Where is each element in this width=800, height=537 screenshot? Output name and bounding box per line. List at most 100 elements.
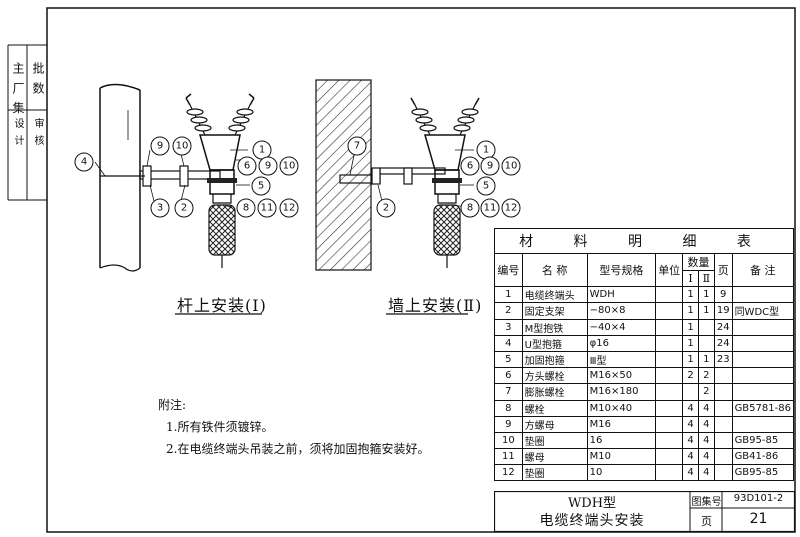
cell-no: 7 — [494, 383, 523, 401]
cell-remark: GB41-86 — [731, 448, 795, 466]
cell-name: 垫圈 — [521, 431, 588, 450]
title-block-frame — [494, 491, 795, 532]
callout-right-5: 5 — [483, 181, 489, 192]
cell-no: 6 — [494, 367, 523, 385]
pole-mount-caption: 杆上安装(Ⅰ) — [177, 296, 267, 315]
header-qty-2: Ⅱ — [697, 269, 715, 288]
cell-q2: 4 — [697, 431, 715, 450]
cell-remark: GB95-85 — [731, 431, 795, 450]
cell-spec: M16×180 — [586, 383, 657, 401]
cell-no: 5 — [494, 350, 523, 369]
cell-name: 螺栓 — [521, 399, 588, 417]
cell-no: 1 — [494, 286, 523, 304]
cell-page: 9 — [713, 286, 733, 304]
cell-name: 电缆终端头 — [521, 286, 588, 304]
cell-unit — [655, 302, 684, 320]
callout-right-10: 10 — [505, 161, 518, 172]
atlas-number: 93D101-2 — [733, 493, 784, 504]
notes-heading: 附注: — [158, 398, 187, 412]
cell-spec: M16×50 — [586, 367, 657, 385]
cell-unit — [655, 350, 684, 369]
callout-right-9: 9 — [487, 161, 493, 172]
atlas-label: 图集号 — [691, 497, 722, 508]
cell-unit — [655, 431, 684, 450]
header-qty-1: Ⅰ — [682, 269, 699, 288]
callout-left-9: 9 — [157, 141, 163, 152]
cell-q2: 4 — [697, 415, 715, 433]
cell-unit — [655, 367, 684, 385]
cell-spec: M10 — [586, 448, 657, 466]
cell-unit — [655, 448, 684, 466]
callout-right-7: 7 — [354, 141, 360, 152]
callout-right-6: 6 — [467, 161, 473, 172]
cell-name: U型抱箍 — [521, 334, 588, 352]
callout-left-2: 2 — [181, 203, 187, 214]
cell-no: 2 — [494, 302, 523, 320]
cell-name: M型抱铁 — [521, 318, 588, 336]
cell-page — [713, 448, 733, 466]
cell-unit — [655, 415, 684, 433]
note-item-1: 1.所有铁件须镀锌。 — [166, 420, 274, 434]
cell-no: 4 — [494, 334, 523, 352]
cell-spec: −40×4 — [586, 318, 657, 336]
wall-mount-caption: 墙上安装(Ⅱ) — [388, 296, 483, 315]
header-spec: 型号规格 — [586, 252, 657, 288]
wall-mount-drawing — [315, 79, 480, 271]
cell-page: 23 — [713, 350, 733, 369]
callout-left-6: 6 — [244, 161, 250, 172]
header-remark: 备 注 — [731, 252, 795, 288]
strip-label-3: 设 计 — [12, 118, 23, 148]
page-number: 21 — [749, 511, 768, 527]
callout-left-11: 11 — [261, 203, 274, 214]
cell-q2: 2 — [697, 383, 715, 401]
drawing-title: 电缆终端头安装 — [539, 513, 645, 529]
cell-page: 24 — [713, 318, 733, 336]
callout-left-1: 1 — [259, 145, 265, 156]
cell-q2: 4 — [697, 448, 715, 466]
cell-q1: 1 — [682, 302, 699, 320]
callout-left-10b: 10 — [283, 161, 296, 172]
callout-right-1: 1 — [483, 145, 489, 156]
cell-q1: 1 — [682, 318, 699, 336]
cell-q1: 4 — [682, 399, 699, 417]
cell-spec: M16 — [586, 415, 657, 433]
cell-no: 3 — [494, 318, 523, 336]
cell-unit — [655, 334, 684, 352]
callout-right-2: 2 — [383, 203, 389, 214]
strip-label-1: 主 厂 集 — [11, 62, 25, 116]
cell-remark — [731, 367, 795, 385]
page-label: 页 — [701, 515, 712, 528]
cell-no: 9 — [494, 415, 523, 433]
cell-q2: 4 — [697, 464, 715, 482]
callout-left-3: 3 — [157, 203, 163, 214]
cell-unit — [655, 464, 684, 482]
cell-spec: 16 — [586, 431, 657, 450]
cell-page: 24 — [713, 334, 733, 352]
cell-page — [713, 464, 733, 482]
header-unit: 单位 — [655, 252, 684, 288]
drawing-type: WDH型 — [567, 496, 617, 511]
cell-q2 — [697, 334, 715, 352]
cell-q1: 1 — [682, 350, 699, 369]
cell-q1: 2 — [682, 367, 699, 385]
notes-block: 附注: 1.所有铁件须镀锌。 2.在电缆终端头吊装之前，须将加固抱箍安装好。 — [158, 394, 488, 460]
callout-left-9b: 9 — [265, 161, 271, 172]
cell-remark — [731, 318, 795, 336]
strip-label-2: 批 数 — [31, 62, 45, 96]
cell-page — [713, 415, 733, 433]
cell-q1: 1 — [682, 334, 699, 352]
callout-left-10: 10 — [176, 141, 189, 152]
cell-no: 10 — [494, 431, 523, 450]
cell-page: 19 — [713, 302, 733, 320]
cell-name: 方头螺栓 — [521, 367, 588, 385]
cell-name: 方螺母 — [521, 415, 588, 433]
cell-remark — [731, 286, 795, 304]
